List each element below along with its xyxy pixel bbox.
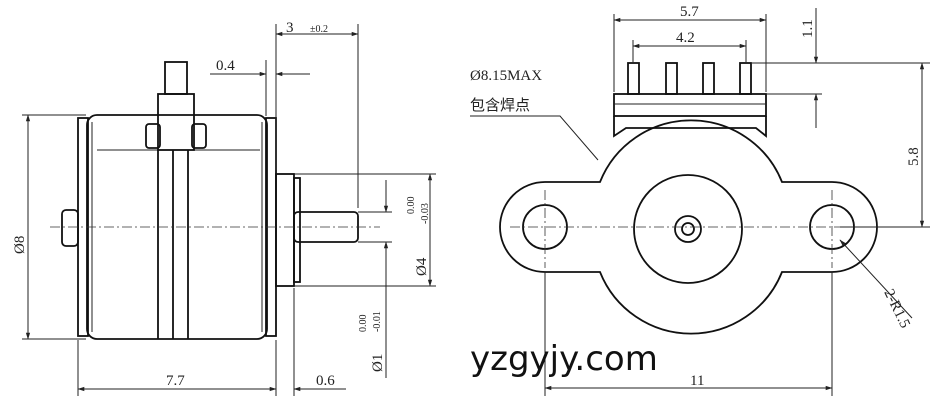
dim-flange: 0.6 xyxy=(316,373,335,389)
side-view: 3 ±0.2 0.4 Ø8 Ø4 0.00 -0.03 Ø1 0.00 -0.0… xyxy=(12,20,436,396)
dim-radius: 2-R1.5 xyxy=(880,287,912,331)
dim-shaft-tol-upper: 0.00 xyxy=(358,315,369,333)
dim-hole-span: 11 xyxy=(690,373,704,389)
dim-pin-height: 1.1 xyxy=(800,19,816,38)
front-boss xyxy=(275,173,295,287)
watermark: yzgyjy.com xyxy=(470,339,658,379)
dim-shaft-length: 3 xyxy=(286,20,294,36)
dim-body-length: 7.7 xyxy=(166,373,185,389)
terminal-block xyxy=(613,93,767,117)
terminal-pin-2 xyxy=(665,62,678,95)
dim-max-diameter: Ø8.15MAX xyxy=(470,68,542,84)
terminal-post xyxy=(164,61,188,95)
front-view: 5.7 4.2 1.1 5.8 Ø8.15MAX 包含焊点 2-R1.5 11 xyxy=(470,4,930,396)
terminal-pin-1 xyxy=(627,62,640,95)
dim-terminal-width: 5.7 xyxy=(680,4,699,20)
dim-boss-tol-upper: 0.00 xyxy=(406,197,417,215)
dim-height: 5.8 xyxy=(906,147,922,166)
note-solder: 包含焊点 xyxy=(470,96,530,114)
dim-body-diameter: Ø8 xyxy=(12,236,28,254)
dim-boss-diameter: Ø4 xyxy=(414,257,430,276)
dim-boss-tol-lower: -0.03 xyxy=(420,203,431,224)
dim-pin-pitch: 4.2 xyxy=(676,30,695,46)
terminal-base xyxy=(157,93,195,151)
front-boss-circle xyxy=(633,174,743,284)
rear-nub xyxy=(61,209,79,247)
dim-shaft-tol-lower: -0.01 xyxy=(372,311,383,332)
shaft-circle xyxy=(674,215,702,243)
terminal-pin-4 xyxy=(739,62,752,95)
dim-shaft-diameter: Ø1 xyxy=(370,354,386,372)
dim-gap: 0.4 xyxy=(216,58,235,74)
terminal-pin-3 xyxy=(702,62,715,95)
dim-shaft-length-tol: ±0.2 xyxy=(310,24,328,35)
